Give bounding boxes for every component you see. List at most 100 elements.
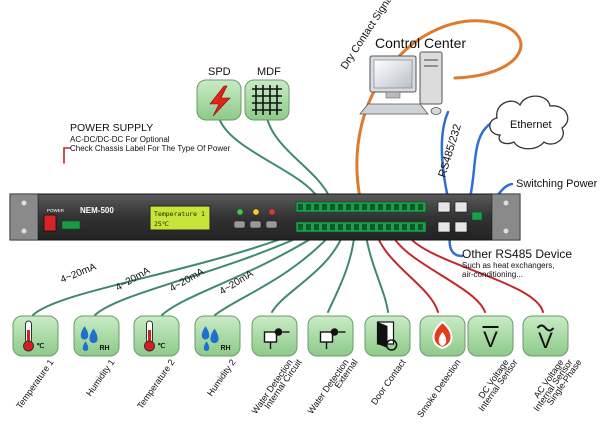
ethernet-cloud-icon — [489, 95, 569, 150]
sensor-label: Temperature 1 — [14, 357, 55, 410]
terminal-pin — [378, 204, 383, 210]
terminal-pins-top — [298, 204, 423, 210]
terminal-pin — [370, 204, 375, 210]
terminal-pin — [370, 224, 375, 230]
terminal-pin — [394, 224, 399, 230]
sensor-tile: ℃ — [12, 315, 59, 357]
rs485-label: RS485/232 — [436, 123, 464, 179]
grid-icon — [252, 85, 282, 115]
terminal-pin — [394, 204, 399, 210]
other-rs485-sub2: air-conditioning... — [462, 270, 523, 279]
voltage-symbol: V — [483, 327, 498, 352]
terminal-pin — [418, 204, 423, 210]
terminal-pin — [322, 224, 327, 230]
dc-voltage-icon: V — [482, 326, 499, 352]
power-supply-sub1: AC-DC/DC-DC For Optional — [70, 135, 170, 144]
current-label-1: 4~20mA — [59, 261, 98, 285]
sensor-label: Humidity 2 — [205, 357, 238, 398]
lcd-line1: Temperature 1 — [154, 210, 205, 218]
terminal-pins-bottom — [298, 224, 423, 230]
control-center-label: Control Center — [375, 35, 466, 51]
terminal-pin — [418, 224, 423, 230]
terminal-pin — [410, 224, 415, 230]
terminal-pin — [346, 224, 351, 230]
sensor-tile — [364, 315, 411, 357]
nem500-device: POWER NEM-500 Temperature 1 25℃ — [9, 193, 521, 241]
terminal-pin — [362, 224, 367, 230]
door-contact-icon — [376, 321, 398, 351]
sensor-label: Water Detection — [306, 357, 351, 415]
terminal-pin — [386, 204, 391, 210]
thermometer-icon: ℃ — [144, 320, 166, 352]
terminal-pin — [338, 204, 343, 210]
water-detector-icon — [263, 328, 290, 349]
terminal-pin — [314, 204, 319, 210]
terminal-pin — [378, 224, 383, 230]
unit-label: RH — [100, 345, 110, 352]
sensor-tile: V — [467, 315, 514, 357]
sensor-tiles: ℃ RH ℃ RH V V — [12, 315, 569, 357]
terminal-pin — [354, 224, 359, 230]
sensor-tile: RH — [194, 315, 241, 357]
spd-label: SPD — [208, 66, 231, 78]
droplets-icon: RH — [80, 326, 110, 352]
up-button[interactable] — [233, 220, 246, 229]
ac-voltage-icon: V — [536, 324, 555, 353]
other-rs485-sub1: Such as heat exchangers, — [462, 261, 555, 270]
rj45-ports — [437, 201, 483, 233]
wires — [32, 19, 544, 316]
terminal-pin — [298, 204, 303, 210]
droplets-icon: RH — [201, 326, 231, 352]
led-red — [269, 209, 275, 215]
current-label-2: 4~20mA — [114, 265, 152, 293]
terminal-pin — [402, 224, 407, 230]
led-green — [237, 209, 243, 215]
sensor-tile — [307, 315, 354, 357]
thermometer-icon: ℃ — [23, 320, 45, 352]
down-button[interactable] — [249, 220, 262, 229]
led-yellow — [253, 209, 259, 215]
terminal-block-top — [295, 201, 427, 213]
unit-label: ℃ — [37, 342, 45, 350]
switching-power-label: Switching Power — [516, 178, 598, 190]
ethernet-label: Ethernet — [510, 119, 552, 131]
terminal-pin — [346, 204, 351, 210]
lcd-display — [149, 205, 211, 231]
sensor-tile: RH — [73, 315, 120, 357]
water-detector-icon — [319, 328, 346, 349]
terminal-pin — [306, 204, 311, 210]
terminal-pin — [322, 204, 327, 210]
voltage-symbol: V — [538, 328, 553, 353]
sensor-label: Humidity 1 — [84, 357, 117, 398]
terminal-pin — [338, 224, 343, 230]
unit-label: RH — [221, 345, 231, 352]
mdf-label: MDF — [257, 66, 281, 78]
terminal-pin — [330, 224, 335, 230]
power-switch-label: POWER — [47, 208, 65, 213]
terminal-pin — [298, 224, 303, 230]
lcd-line2: 25℃ — [154, 220, 170, 228]
unit-label: ℃ — [158, 342, 166, 350]
power-supply-sub2: Check Chassis Label For The Type Of Powe… — [70, 144, 231, 153]
mdf-tile — [244, 79, 290, 121]
terminal-block-bottom — [295, 221, 427, 233]
terminal-pin — [314, 224, 319, 230]
power-terminal — [61, 220, 81, 230]
other-rs485-label: Other RS485 Device — [462, 247, 572, 261]
sensor-tile: ℃ — [133, 315, 180, 357]
terminal-pin — [362, 204, 367, 210]
device-model: NEM-500 — [80, 206, 114, 215]
power-switch[interactable] — [43, 214, 57, 232]
terminal-pin — [386, 224, 391, 230]
flame-icon — [432, 320, 453, 350]
spd-tile — [196, 79, 242, 121]
terminal-pin — [402, 204, 407, 210]
sensor-tile — [419, 315, 466, 357]
enter-button[interactable] — [265, 220, 278, 229]
sensor-label: Door Contact — [369, 357, 408, 407]
terminal-pin — [410, 204, 415, 210]
power-supply-title: POWER SUPPLY — [70, 122, 153, 134]
terminal-pin — [354, 204, 359, 210]
